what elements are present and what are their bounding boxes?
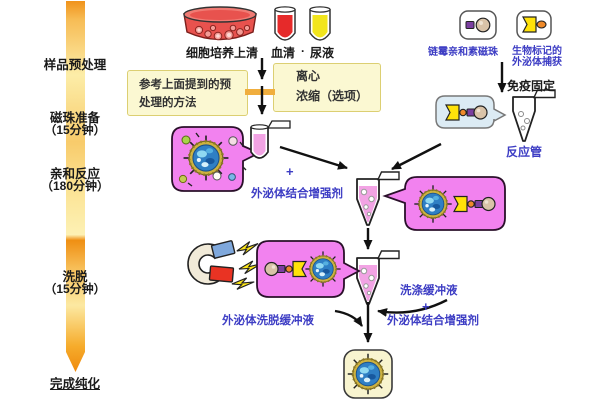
stage-label-bead-prep: 磁珠准备 bbox=[49, 111, 100, 125]
binding-enhancer-label-2: 外泌体结合增强剂 bbox=[387, 315, 479, 327]
stage-label-complete: 完成纯化 bbox=[49, 377, 100, 391]
reaction-tube-icon bbox=[512, 89, 556, 142]
biotin-capture-box bbox=[516, 10, 552, 40]
streptavidin-label: 链霉亲和素磁珠 bbox=[428, 47, 498, 58]
sample-tube-icon bbox=[250, 120, 291, 159]
centrifuge-label: 离心 bbox=[296, 69, 321, 83]
reaction-tube-label: 反应管 bbox=[505, 145, 542, 159]
wash-buffer-label: 洗涤缓冲液 bbox=[400, 285, 458, 297]
urine-tube-icon bbox=[309, 6, 331, 41]
wash-tube-icon bbox=[356, 250, 400, 305]
binding-enhancer-label-1: 外泌体结合增强剂 bbox=[251, 188, 343, 200]
petri-dish-icon bbox=[183, 6, 257, 41]
plus-sign-2: + bbox=[422, 299, 430, 314]
stage-time-affinity: （180分钟） bbox=[40, 179, 110, 193]
flow-arrows bbox=[257, 58, 507, 343]
purified-exosome-box bbox=[343, 349, 393, 399]
urine-label: 尿液 bbox=[309, 46, 334, 60]
stage-label-elution: 洗脱 bbox=[62, 270, 88, 284]
magnet-icon bbox=[187, 240, 236, 285]
sample-separator-dot: · bbox=[301, 44, 305, 58]
biotin-label-line2: 外泌体捕获 bbox=[512, 57, 562, 68]
concentrate-label: 浓缩（选项） bbox=[296, 89, 369, 103]
dish-label: 细胞培养上清 bbox=[185, 46, 258, 60]
sample-exosome-bubble bbox=[171, 126, 262, 192]
serum-label: 血清 bbox=[270, 46, 295, 60]
immobilized-bead-bubble bbox=[435, 95, 507, 129]
timeline-arrow-bar bbox=[66, 1, 85, 372]
pretreat-note-line1: 参考上面提到的预 bbox=[139, 79, 231, 91]
box-connector bbox=[245, 89, 275, 95]
pretreat-note-line2: 处理的方法 bbox=[139, 97, 197, 109]
biotin-label-line1: 生物标记的 bbox=[512, 46, 562, 57]
immobilize-label: 免疫固定 bbox=[507, 79, 556, 93]
plus-sign-1: + bbox=[286, 164, 294, 179]
stage-time-bead-prep: （15分钟） bbox=[44, 123, 106, 137]
elution-buffer-label: 外泌体洗脱缓冲液 bbox=[222, 315, 314, 327]
bound-exosome-bubble bbox=[382, 176, 506, 231]
pretreat-option-box bbox=[273, 63, 381, 112]
serum-tube-icon bbox=[274, 6, 296, 41]
streptavidin-bead-box bbox=[459, 10, 497, 40]
elution-bubble bbox=[256, 240, 361, 298]
stage-label-pretreatment: 样品预处理 bbox=[43, 58, 107, 72]
stage-label-affinity: 亲和反应 bbox=[49, 167, 100, 181]
stage-time-elution: （15分钟） bbox=[44, 282, 106, 296]
